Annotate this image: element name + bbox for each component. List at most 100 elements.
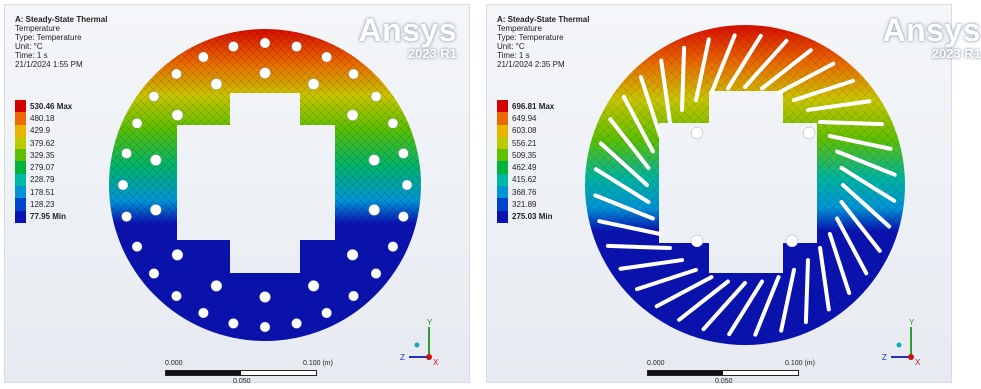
legend-label: 603.08 [512, 126, 537, 136]
result-info-block: A: Steady-State Thermal Temperature Type… [497, 15, 589, 69]
cooling-slot [725, 33, 763, 91]
legend-row: 368.76 [497, 186, 554, 199]
bolt-hole [398, 148, 409, 159]
legend-swatch [15, 198, 26, 211]
legend-swatch [15, 149, 26, 162]
cooling-slot [621, 94, 655, 154]
scale-bar: 0.000 0.100 (m) 0.050 [647, 359, 867, 389]
bolt-hole [171, 249, 184, 261]
bolt-hole [198, 307, 209, 319]
legend-swatch [15, 112, 26, 125]
bolt-hole [348, 68, 359, 80]
mounting-hole [785, 234, 799, 248]
legend-row: 462.49 [497, 161, 554, 174]
legend-row: 415.62 [497, 173, 554, 187]
cooling-slot [680, 45, 687, 112]
scale-start-label: 0.000 [165, 360, 183, 367]
legend-label: 649.94 [512, 113, 537, 123]
graphics-viewport[interactable]: A: Steady-State Thermal Temperature Type… [4, 4, 470, 385]
bolt-hole [148, 268, 160, 279]
triad-x-label: X [915, 358, 921, 367]
legend-row: 696.81 Max [497, 100, 555, 113]
cooling-slot [805, 99, 872, 112]
bolt-hole [387, 118, 399, 129]
bolt-hole [291, 41, 302, 52]
bolt-hole [121, 211, 132, 222]
cooling-slot [779, 267, 796, 333]
legend-label: 279.07 [30, 163, 55, 173]
brake-disc-contour-plot[interactable] [5, 5, 469, 382]
bolt-hole [150, 154, 162, 166]
brand-version: 2023 R1 [931, 46, 981, 61]
legend-swatch [497, 124, 508, 137]
legend-swatch [497, 210, 508, 223]
scale-mid-label: 0.050 [715, 378, 733, 385]
legend-row: 556.21 [497, 136, 554, 150]
graphics-viewport[interactable]: A: Steady-State Thermal Temperature Type… [486, 4, 981, 385]
bolt-hole [259, 291, 271, 303]
cooling-slot [605, 243, 672, 250]
mounting-hole [802, 126, 816, 140]
triad-y-label: Y [427, 318, 433, 327]
analysis-title: A: Steady-State Thermal [15, 15, 108, 24]
scale-end-label: 0.100 (m) [303, 360, 333, 367]
ansys-logo: Ansys 2023 R1 [882, 14, 981, 61]
bolt-hole [131, 241, 143, 252]
bolt-hole [291, 318, 302, 329]
legend-label-min: 275.03 Min [512, 212, 553, 222]
legend-swatch [497, 161, 508, 174]
legend-swatch [15, 186, 26, 199]
cooling-slot [827, 232, 852, 295]
bolt-hole [259, 67, 271, 79]
cooling-slot [608, 117, 651, 170]
bolt-hole [171, 109, 184, 121]
scale-start-label: 0.000 [647, 360, 665, 367]
legend-row: 279.07 [15, 161, 72, 174]
cooling-slot [792, 78, 855, 103]
cooling-slot [776, 61, 836, 95]
bolt-hole [307, 78, 320, 90]
legend-label: 556.21 [512, 138, 537, 148]
bolt-hole [321, 51, 332, 63]
legend-label-min: 77.95 Min [30, 212, 67, 222]
scale-mid-label: 0.050 [233, 378, 251, 385]
legend-swatch [15, 173, 26, 187]
bolt-hole [210, 280, 223, 292]
legend-label: 329.35 [30, 150, 55, 160]
vented-brake-disc-contour-plot[interactable] [487, 5, 951, 382]
result-name: Temperature [497, 24, 542, 33]
coordinate-triad[interactable]: Y Z X [399, 317, 449, 367]
coordinate-triad[interactable]: Y Z X [881, 317, 931, 367]
right-result-panel: A: Steady-State Thermal Temperature Type… [482, 0, 981, 386]
legend-swatch [497, 149, 508, 162]
cooling-slots [593, 33, 897, 337]
triad-y-label: Y [909, 318, 915, 327]
legend-label: 379.62 [30, 138, 55, 148]
bolt-hole [259, 321, 271, 333]
legend-swatch [497, 186, 508, 199]
bolt-hole [171, 290, 182, 302]
bolt-hole [307, 280, 320, 292]
scale-bar: 0.000 0.100 (m) 0.050 [165, 359, 385, 389]
cooling-slot [598, 141, 649, 187]
bolt-hole [348, 290, 359, 302]
analysis-title: A: Steady-State Thermal [497, 15, 590, 24]
result-info-block: A: Steady-State Thermal Temperature Type… [15, 15, 107, 69]
scale-end-label: 0.100 (m) [785, 360, 815, 367]
cooling-slot [709, 33, 737, 95]
legend-label: 228.79 [30, 175, 55, 185]
bolt-hole [370, 91, 382, 102]
cooling-slot [743, 38, 789, 89]
cooling-slot [839, 165, 897, 203]
bolt-hole [117, 179, 129, 191]
cooling-slot [593, 193, 655, 221]
cooling-slot [835, 216, 869, 276]
bolt-hole [171, 68, 182, 80]
cooling-slot [818, 120, 885, 127]
triad-z-label: Z [882, 353, 887, 362]
cooling-slot [841, 183, 892, 229]
cooling-slot [638, 75, 663, 138]
bolt-hole [259, 37, 271, 49]
legend-label-max: 696.81 Max [512, 101, 555, 111]
bolt-hole [398, 211, 409, 222]
